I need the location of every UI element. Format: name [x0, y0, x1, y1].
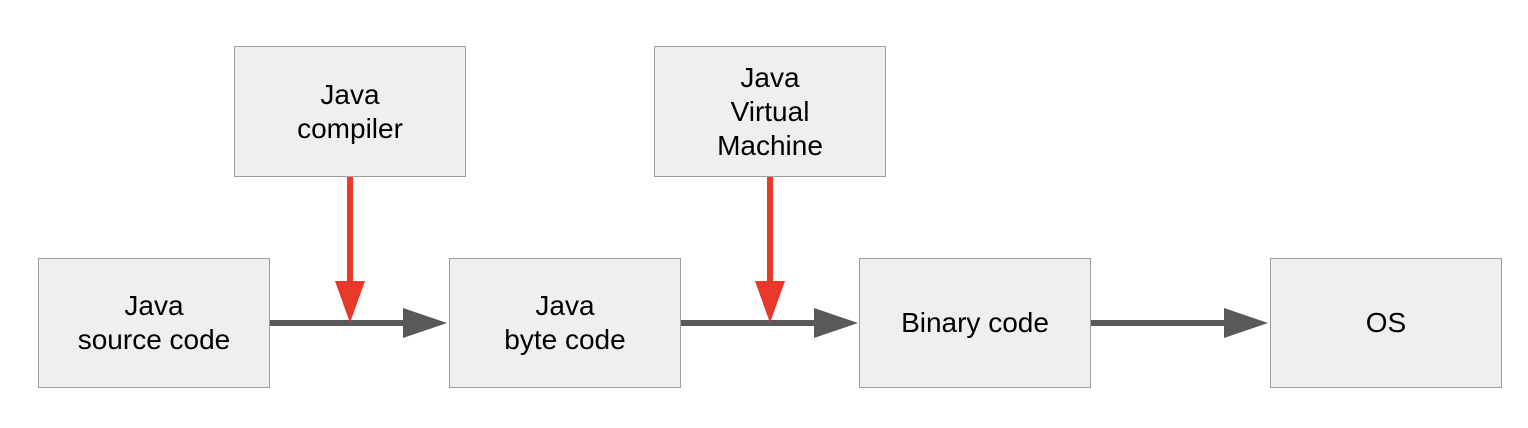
node-java-virtual-machine: Java Virtual Machine: [654, 46, 886, 177]
flow-arrow-binary-to-os: [1091, 308, 1268, 338]
flow-arrow-byte-to-binary: [681, 308, 858, 338]
flow-arrow-source-to-byte: [270, 308, 447, 338]
node-label: Binary code: [901, 307, 1049, 338]
node-java-compiler: Java compiler: [234, 46, 466, 177]
node-label: OS: [1365, 307, 1407, 338]
node-label: Java Virtual Machine: [717, 61, 823, 161]
node-binary-code: Binary code: [859, 258, 1091, 388]
node-label: Java source code: [77, 290, 231, 355]
node-label: Java compiler: [297, 78, 403, 144]
node-java-source-code: Java source code: [38, 258, 270, 388]
process-arrow-jvm: [755, 177, 785, 323]
node-label: Java byte code: [504, 290, 626, 355]
process-arrow-compiler: [335, 177, 365, 323]
node-java-byte-code: Java byte code: [449, 258, 681, 388]
node-os: OS: [1270, 258, 1502, 388]
